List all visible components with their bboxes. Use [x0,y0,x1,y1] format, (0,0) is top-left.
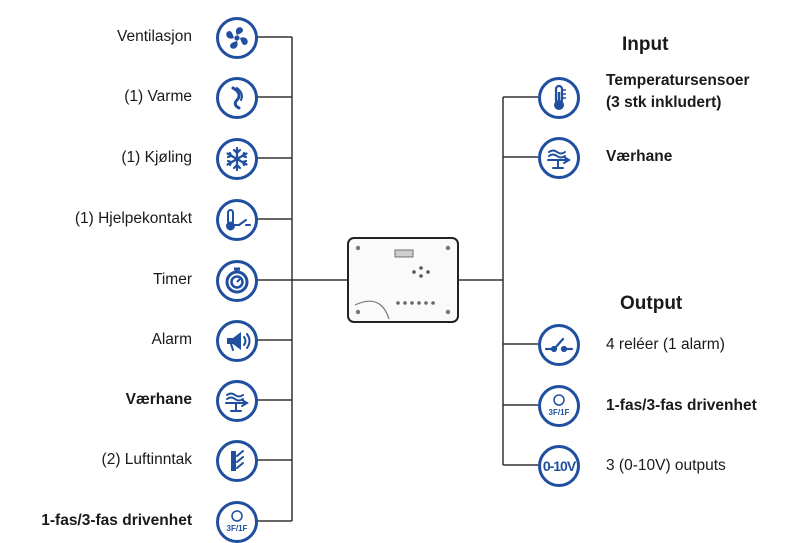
snowflake-icon [216,138,258,180]
label-varhane-left: Værhane [125,391,192,408]
label-luftinntak: (2) Luftinntak [101,451,192,468]
heat-icon [216,77,258,119]
drive-icon-text-right: 3F/1F [549,408,570,417]
thermostat-switch-icon [216,199,258,241]
label-4-releer: 4 reléer (1 alarm) [606,336,725,353]
label-3-stk-inkludert: (3 stk inkludert) [606,94,722,111]
label-varme: (1) Varme [124,88,192,105]
label-varhane-right: Værhane [606,148,673,165]
motor-drive-icon: 3F/1F [216,501,258,543]
controller-unit [347,237,459,323]
analog-output-icon-text: 0-10V [542,458,576,474]
label-drivenhet-left: 1-fas/3-fas drivenhet [41,512,192,529]
relay-switch-icon [538,324,580,366]
air-intake-icon [216,440,258,482]
motor-drive-icon: 3F/1F [538,385,580,427]
analog-output-icon: 0-10V [538,445,580,487]
label-alarm: Alarm [151,331,192,348]
weather-vane-icon [538,137,580,179]
label-ventilasjon: Ventilasjon [117,28,192,45]
label-kjoling: (1) Kjøling [121,149,192,166]
thermometer-icon [538,77,580,119]
label-0-10v-outputs: 3 (0-10V) outputs [606,457,726,474]
alarm-horn-icon [216,320,258,362]
label-drivenhet-right: 1-fas/3-fas drivenhet [606,397,757,414]
label-temperatursensoer: Temperatursensoer [606,72,750,89]
timer-icon [216,260,258,302]
input-heading: Input [622,34,669,55]
output-heading: Output [620,293,683,314]
drive-icon-text-left: 3F/1F [227,524,248,533]
label-timer: Timer [152,271,192,288]
fan-icon [216,17,258,59]
weather-vane-icon [216,380,258,422]
label-hjelpekontakt: (1) Hjelpekontakt [74,210,192,227]
